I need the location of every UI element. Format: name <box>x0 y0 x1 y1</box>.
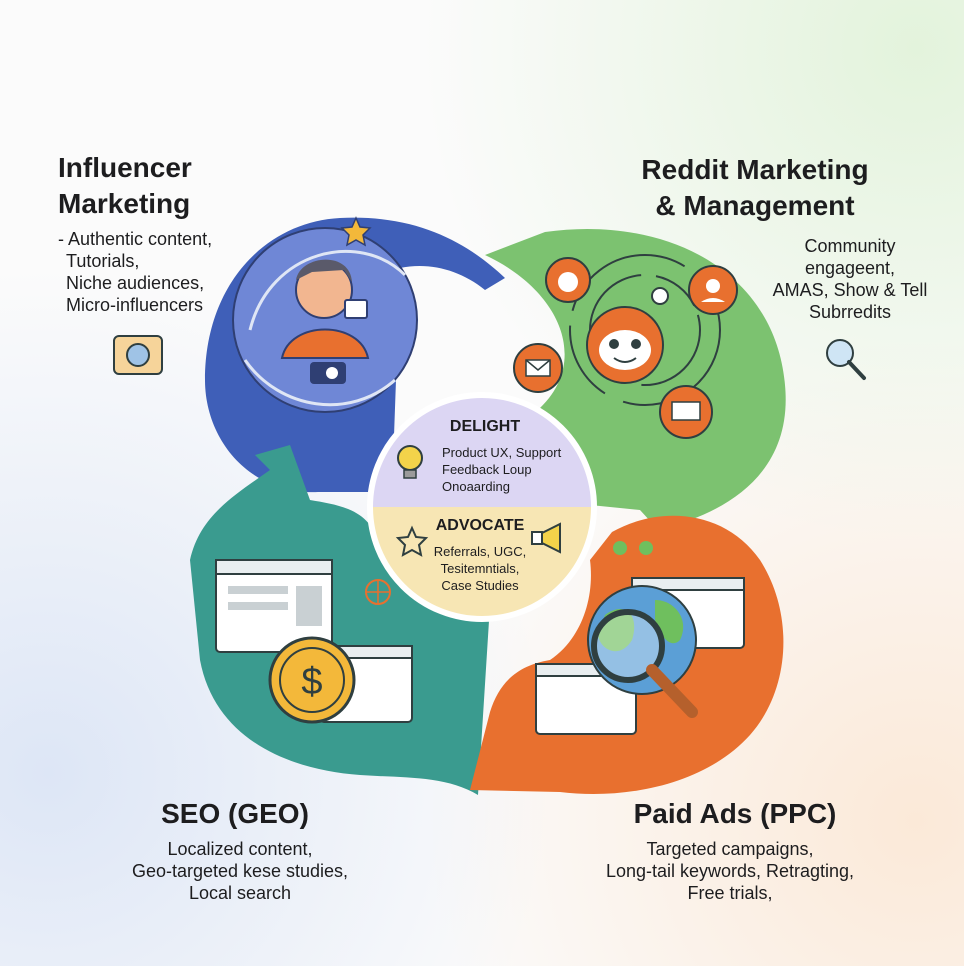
svg-text:$: $ <box>301 661 322 703</box>
seo-illustration: $ <box>215 559 413 724</box>
influencer-illustration <box>232 216 418 413</box>
paid-title: Paid Ads (PPC) <box>633 798 837 829</box>
chat-icon <box>659 385 713 439</box>
megaphone-icon <box>531 522 561 554</box>
advocate-description: Referrals, UGC, Tesitemntials, Case Stud… <box>433 544 527 593</box>
reddit-illustration <box>513 254 738 439</box>
reddit-icon <box>586 287 669 384</box>
seo-description: Localized content, Geo-targeted kese stu… <box>131 839 349 903</box>
star-outline-icon <box>395 525 429 557</box>
advocate-label: ADVOCATE <box>435 517 525 534</box>
globe-icon <box>365 579 391 605</box>
paid-description: Targeted campaigns, Long-tail keywords, … <box>605 839 855 903</box>
influencer-title: Influencer Marketing <box>58 152 192 219</box>
star-icon <box>340 216 372 247</box>
envelope-icon <box>513 343 563 393</box>
lightbulb-icon <box>397 445 423 479</box>
headset-icon <box>688 265 738 315</box>
delight-description: Product UX, Support Feedback Loup Onoaar… <box>442 445 562 494</box>
reddit-description: Community engageent, AMAS, Show & Tell S… <box>772 236 928 322</box>
browser-icon <box>215 559 333 653</box>
delight-label: DELIGHT <box>449 418 521 435</box>
camera-icon <box>113 335 163 375</box>
magnifier-icon <box>826 339 866 380</box>
paid-illustration <box>535 541 745 735</box>
globe-search-icon <box>587 585 698 718</box>
seo-segment <box>190 445 490 795</box>
reddit-title: Reddit Marketing & Management <box>641 154 869 221</box>
seo-title: SEO (GEO) <box>161 798 309 829</box>
dollar-coin-icon: $ <box>268 636 356 724</box>
influencer-description: - Authentic content, Tutorials, Niche au… <box>58 229 213 315</box>
